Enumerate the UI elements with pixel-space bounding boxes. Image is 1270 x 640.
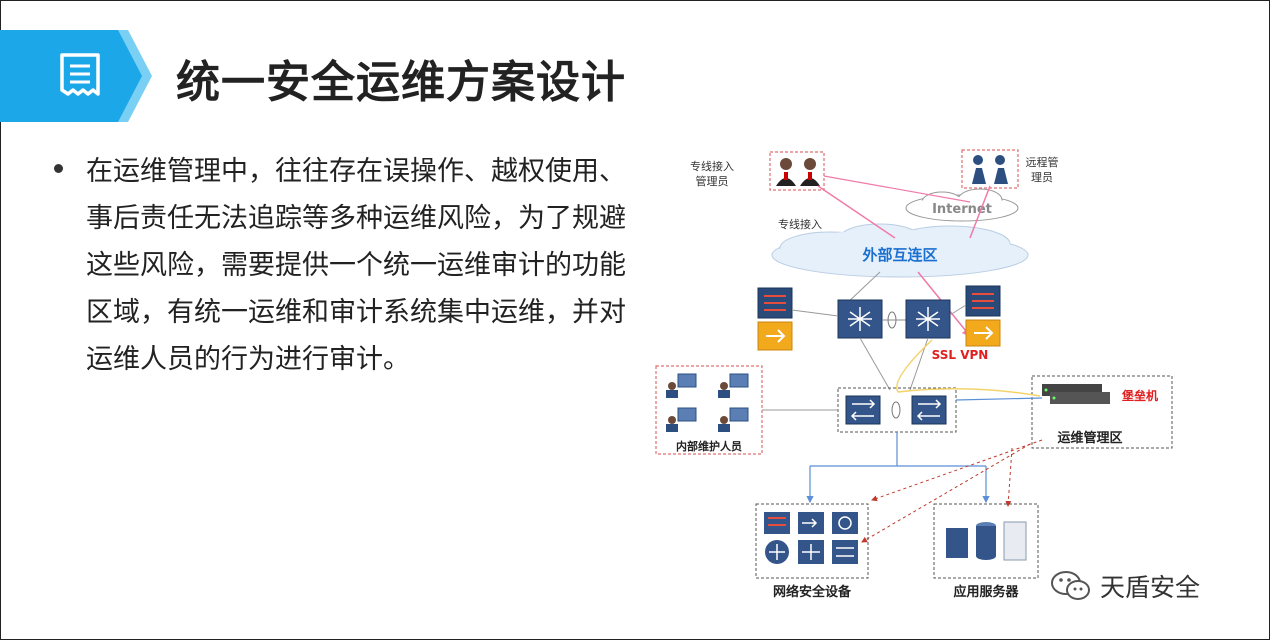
bastion-label: 堡垒机	[1122, 388, 1158, 403]
vpn-gateway-icon	[757, 321, 793, 351]
remote-admin-label-1: 远程管	[1026, 155, 1059, 169]
workstation-icon	[666, 373, 749, 432]
ops-zone-group: 堡垒机 运维管理区	[1031, 375, 1173, 449]
title-banner	[0, 30, 160, 122]
internal-staff-group: 内部维护人员	[655, 365, 763, 455]
remote-admin-label-2: 理员	[1031, 171, 1053, 184]
watermark-text: 天盾安全	[1100, 573, 1201, 602]
app-servers-group: 应用服务器	[933, 503, 1039, 600]
dedicated-admin-label-2: 管理员	[696, 174, 729, 188]
internal-staff-label: 内部维护人员	[676, 439, 742, 453]
bullet-dot	[54, 164, 63, 173]
internet-label: Internet	[932, 202, 992, 217]
remote-person-icon	[972, 155, 1008, 184]
switch-icon	[845, 395, 881, 425]
core-switch-group	[837, 387, 957, 433]
dedicated-admin-label-1: 专线接入	[690, 159, 734, 173]
net-security-label: 网络安全设备	[773, 584, 852, 600]
watermark: 天盾安全	[1050, 566, 1200, 606]
ssl-vpn-label: SSL VPN	[932, 348, 989, 362]
remote-admin-group: 远程管 理员	[961, 149, 1059, 189]
external-zone-label: 外部互连区	[861, 246, 937, 264]
document-icon	[60, 53, 100, 96]
firewall-icon	[757, 287, 793, 319]
dedicated-link-label: 专线接入	[778, 217, 822, 231]
bastion-host-icon	[1042, 384, 1110, 404]
dedicated-admin-group: 专线接入 管理员	[690, 151, 825, 191]
admin-person-icon	[776, 158, 820, 186]
vpn-gateway-icon	[965, 319, 1001, 347]
network-diagram: 专线接入 管理员 远程管 理员 Internet 专线接入 外部互连区	[655, 149, 1173, 600]
net-security-group: 网络安全设备	[755, 503, 869, 600]
wechat-icon	[1051, 571, 1090, 600]
app-servers-label: 应用服务器	[953, 584, 1019, 600]
external-zone-cloud: 外部互连区	[771, 223, 1029, 278]
router-icon	[905, 299, 951, 339]
switch-icon	[911, 395, 947, 425]
firewall-icon	[965, 285, 1001, 317]
ops-zone-label: 运维管理区	[1057, 430, 1122, 446]
bullet-text: 在运维管理中，往往存在误操作、越权使用、事后责任无法追踪等多种运维风险，为了规避…	[86, 156, 626, 375]
router-icon	[837, 299, 883, 339]
internet-cloud: Internet	[905, 188, 1019, 222]
page-title: 统一安全运维方案设计	[176, 57, 626, 108]
